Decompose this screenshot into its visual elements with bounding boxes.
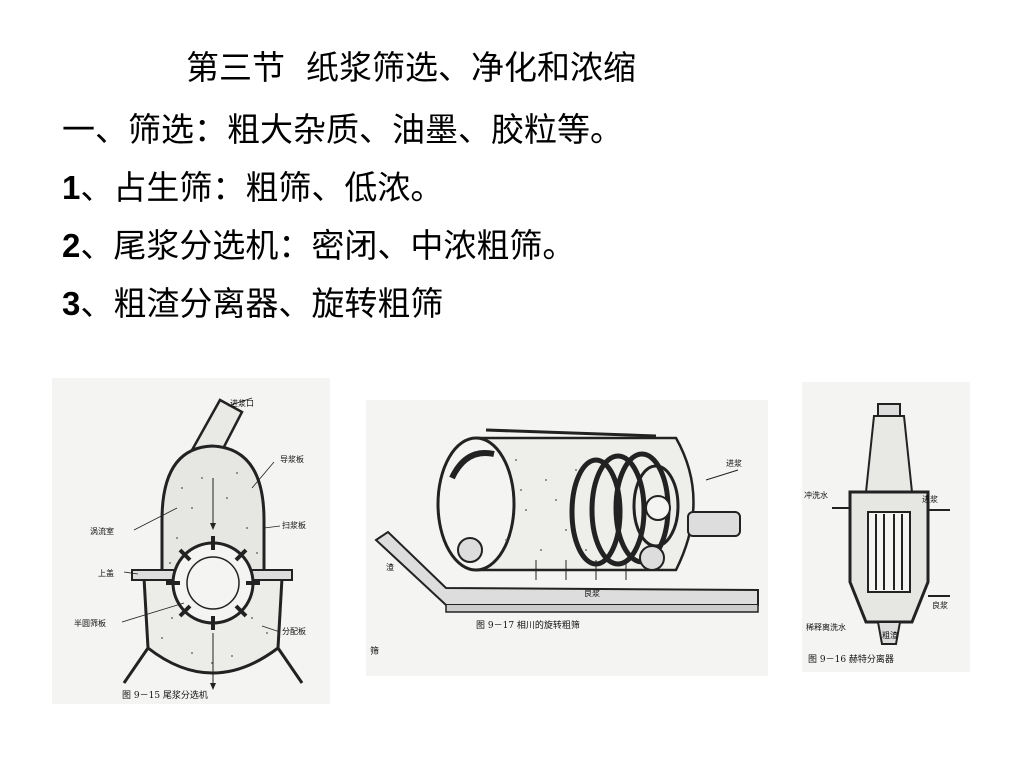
label-guide-plate: 导浆板 xyxy=(280,454,304,464)
figure-caption: 图 9－17 相川的旋转粗筛 xyxy=(476,619,580,631)
label-flush-water: 冲洗水 xyxy=(804,490,828,500)
bullet-line-4: 3、粗渣分离器、旋转粗筛 xyxy=(62,282,443,326)
bullet-line-3: 2、尾浆分选机：密闭、中浓粗筛。 xyxy=(62,224,575,268)
bullet-text: 、占生筛：粗筛、低浓。 xyxy=(80,168,444,207)
figure-rotary-screen: 进浆 渣 良浆 图 9－17 相川的旋转粗筛 筛 xyxy=(366,400,768,676)
label-sweep-plate: 扫浆板 xyxy=(282,520,306,530)
label-feed: 进浆 xyxy=(726,458,742,468)
bullet-number: 1 xyxy=(62,169,81,206)
slide-title: 第三节 纸浆筛选、净化和浓缩 xyxy=(186,48,636,87)
bullet-line-2: 1、占生筛：粗筛、低浓。 xyxy=(62,166,443,210)
bullet-text: 一、筛选：粗大杂质、油墨、胶粒等。 xyxy=(62,110,623,149)
bullet-line-1: 一、筛选：粗大杂质、油墨、胶粒等。 xyxy=(62,108,623,152)
bullet-text: 、尾浆分选机：密闭、中浓粗筛。 xyxy=(80,226,576,265)
bullet-number: 2 xyxy=(62,227,81,264)
label-dilution-water: 稀释离洗水 xyxy=(806,622,846,632)
label-accept: 良浆 xyxy=(932,600,948,610)
label-distributor: 分配板 xyxy=(282,626,306,636)
bullet-text: 、粗渣分离器、旋转粗筛 xyxy=(80,284,444,323)
label-inlet: 进浆口 xyxy=(230,398,254,408)
figure-caption: 图 9－16 赫特分离器 xyxy=(808,653,894,665)
below-text: 筛 xyxy=(370,645,379,657)
figure-tail-separator: 进浆口 导浆板 涡流室 扫浆板 上盖 半圆筛板 分配板 图 9－15 尾浆分选机 xyxy=(52,378,330,704)
bullet-number: 3 xyxy=(62,285,81,322)
label-vortex-chamber: 涡流室 xyxy=(90,526,114,536)
label-reject: 粗渣 xyxy=(882,630,898,640)
label-upper-cover: 上盖 xyxy=(98,568,114,578)
figure-separator: 冲洗水 进浆 良浆 稀释离洗水 粗渣 图 9－16 赫特分离器 xyxy=(802,382,970,672)
label-reject: 渣 xyxy=(386,562,394,572)
label-accept: 良浆 xyxy=(584,588,600,598)
label-semicircle-screen: 半圆筛板 xyxy=(74,618,106,628)
label-feed: 进浆 xyxy=(922,494,938,504)
figure-caption: 图 9－15 尾浆分选机 xyxy=(122,689,208,701)
